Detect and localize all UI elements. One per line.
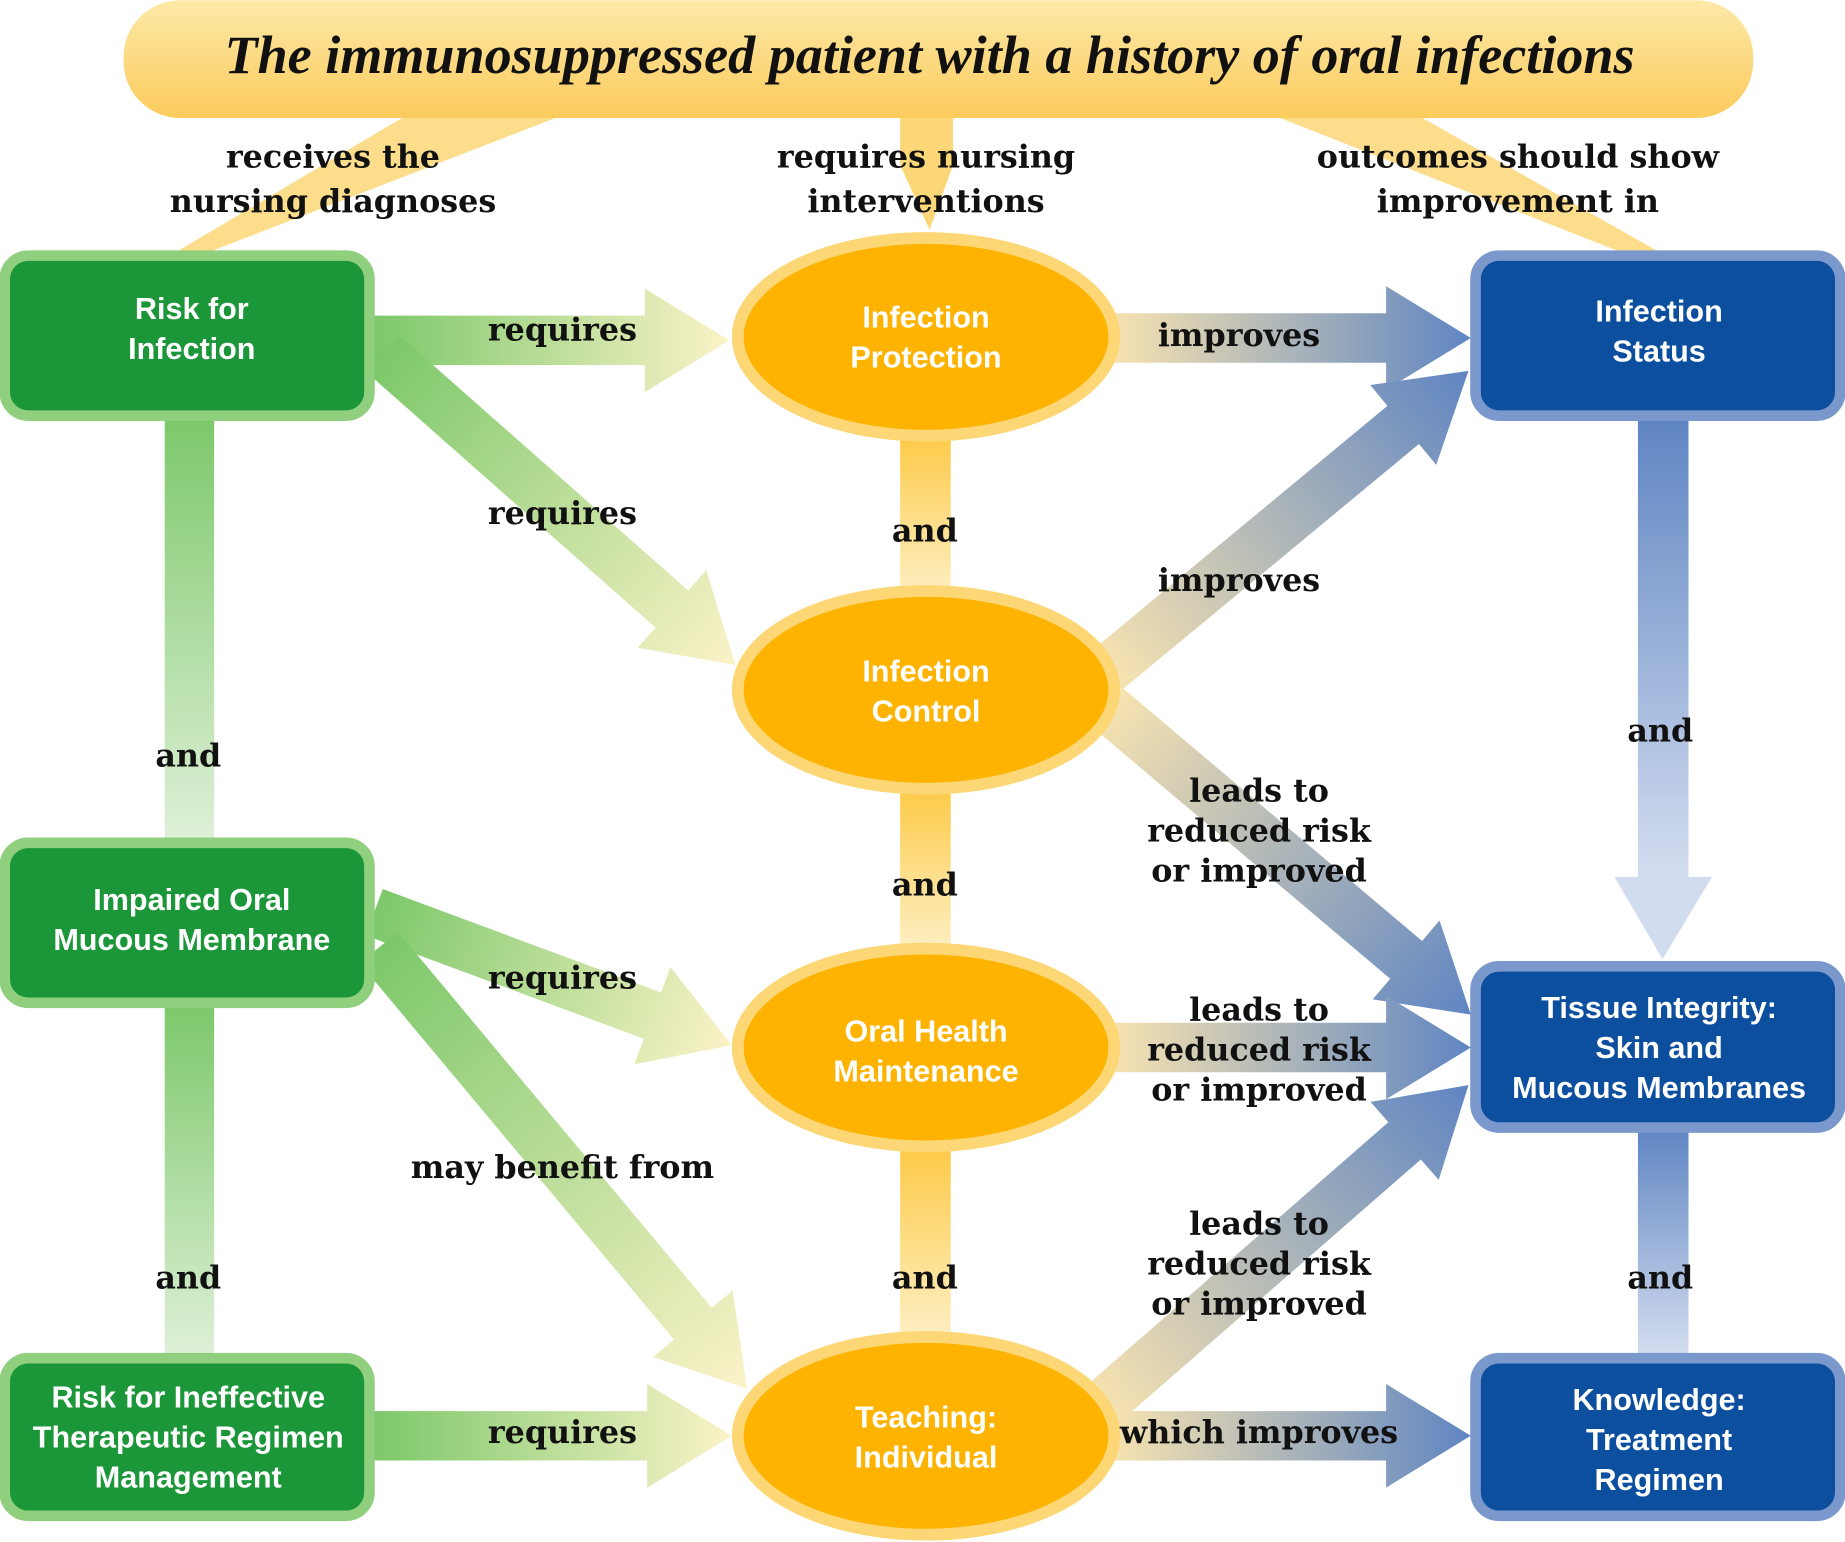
ellipse-label-line: Infection (862, 300, 989, 334)
intervention-oral-health-maintenance[interactable]: Oral Health Maintenance (731, 942, 1121, 1153)
box-label-line: Infection (1595, 295, 1722, 329)
arrow-impaired-oral-to-teaching (359, 931, 748, 1389)
box-label-line: Mucous Membrane (53, 923, 330, 957)
box-label-line: Status (1612, 335, 1705, 369)
box-label-line: Therapeutic Regimen (33, 1421, 344, 1455)
link-label-requires: requires (488, 960, 637, 997)
outcome-knowledge-treatment-regimen[interactable]: Knowledge: Treatment Regimen (1470, 1352, 1845, 1522)
arrow-risk-infection-to-control (366, 334, 736, 666)
link-label-and: and (1627, 1260, 1693, 1297)
link-label-leads-to-1: leads to reduced risk or improved (1147, 773, 1372, 890)
link-label-which-improves: which improves (1119, 1414, 1398, 1451)
column-header-interventions-line1: requires nursing (777, 138, 1075, 175)
intervention-infection-protection[interactable]: Infection Protection (731, 232, 1121, 442)
diagnosis-risk-for-ineffective-regimen[interactable]: Risk for Ineffective Therapeutic Regimen… (0, 1352, 375, 1522)
box-label-line: Skin and (1595, 1031, 1722, 1065)
intervention-teaching-individual[interactable]: Teaching: Individual (731, 1331, 1121, 1541)
ellipse-label-line: Teaching: (855, 1401, 997, 1435)
ellipse-label-line: Infection (862, 655, 989, 689)
ellipse-label-line: Maintenance (833, 1055, 1018, 1089)
diagnosis-impaired-oral-mucous-membrane[interactable]: Impaired Oral Mucous Membrane (0, 837, 375, 1009)
label-line: leads to (1189, 1206, 1329, 1243)
column-header-outcomes-line2: improvement in (1377, 183, 1659, 220)
box-label-line: Knowledge: (1572, 1383, 1745, 1417)
arrow-teaching-to-tissue-integrity (1083, 1085, 1469, 1425)
link-label-improves: improves (1158, 562, 1320, 599)
connector-diagnosis-1-2 (164, 418, 215, 842)
diagram-title: The immunosuppressed patient with a hist… (225, 25, 1635, 85)
link-label-and: and (1627, 713, 1693, 750)
arrow-outcome-1-to-2 (1614, 418, 1713, 960)
connector-intervention-3-4 (900, 1141, 951, 1342)
label-line: leads to (1189, 991, 1329, 1028)
banner-tail-right (1264, 112, 1662, 254)
box-label-line: Infection (128, 332, 255, 366)
arrow-control-to-tissue-integrity (1090, 687, 1471, 1015)
arrow-impaired-oral-to-oral-health (365, 889, 732, 1065)
link-label-requires: requires (488, 1414, 637, 1451)
link-label-and: and (892, 867, 958, 904)
link-label-leads-to-2: leads to reduced risk or improved (1147, 991, 1372, 1108)
connector-diagnosis-2-3 (164, 1003, 215, 1357)
box-label-line: Management (95, 1461, 282, 1495)
box-label-line: Risk for Ineffective (51, 1381, 325, 1415)
connector-outcome-2-3 (1637, 1127, 1689, 1357)
label-line: leads to (1189, 773, 1329, 810)
ellipse-label-line: Oral Health (844, 1015, 1007, 1049)
banner-shape (123, 0, 1754, 118)
banner-tail-center (900, 112, 954, 230)
label-line: or improved (1151, 1286, 1367, 1323)
box-label-line: Impaired Oral (93, 883, 290, 917)
column-header-interventions-line2: interventions (807, 183, 1044, 220)
link-label-requires: requires (488, 495, 637, 532)
label-line: or improved (1151, 853, 1367, 890)
connector-intervention-2-3 (900, 782, 951, 954)
arrow-ineffective-regimen-to-teaching (374, 1384, 732, 1488)
title-banner: The immunosuppressed patient with a hist… (123, 0, 1754, 254)
link-label-and: and (155, 737, 221, 774)
link-label-and: and (892, 1260, 958, 1297)
column-header-outcomes-line1: outcomes should show (1317, 138, 1720, 175)
arrow-risk-infection-to-protection (374, 288, 730, 393)
box-label-line: Mucous Membranes (1512, 1071, 1806, 1105)
link-label-and: and (892, 513, 958, 550)
connector-intervention-1-2 (900, 429, 951, 601)
link-label-leads-to-3: leads to reduced risk or improved (1147, 1206, 1372, 1323)
ellipse-label-line: Individual (855, 1441, 998, 1475)
outcome-infection-status[interactable]: Infection Status (1470, 250, 1845, 421)
box-label-line: Regimen (1595, 1463, 1724, 1497)
box-label-line: Tissue Integrity: (1541, 991, 1777, 1025)
outcome-tissue-integrity[interactable]: Tissue Integrity: Skin and Mucous Membra… (1470, 961, 1845, 1133)
arrows-layer (359, 286, 1471, 1488)
ellipse-label-line: Protection (850, 340, 1001, 374)
link-label-improves: improves (1158, 317, 1320, 354)
banner-tail-left (174, 112, 571, 254)
arrow-protection-to-infection-status (1111, 286, 1471, 390)
link-label-may-benefit: may benefit from (411, 1149, 714, 1186)
ellipse-label-line: Control (872, 695, 981, 729)
label-line: reduced risk (1147, 1246, 1372, 1283)
box-label-line: Risk for (135, 292, 249, 326)
box-label-line: Treatment (1586, 1423, 1732, 1457)
label-line: reduced risk (1147, 1031, 1372, 1068)
label-line: reduced risk (1147, 813, 1372, 850)
column-header-diagnoses-line1: receives the (226, 138, 440, 175)
link-label-and: and (155, 1260, 221, 1297)
arrow-oral-health-to-tissue-integrity (1111, 995, 1471, 1100)
column-header-diagnoses-line2: nursing diagnoses (170, 183, 496, 220)
intervention-infection-control[interactable]: Infection Control (731, 585, 1121, 795)
diagnosis-risk-for-infection[interactable]: Risk for Infection (0, 250, 375, 421)
label-line: or improved (1151, 1071, 1367, 1108)
arrow-teaching-to-knowledge (1111, 1384, 1471, 1488)
link-label-requires: requires (488, 311, 637, 348)
arrow-control-to-infection-status (1090, 370, 1469, 691)
